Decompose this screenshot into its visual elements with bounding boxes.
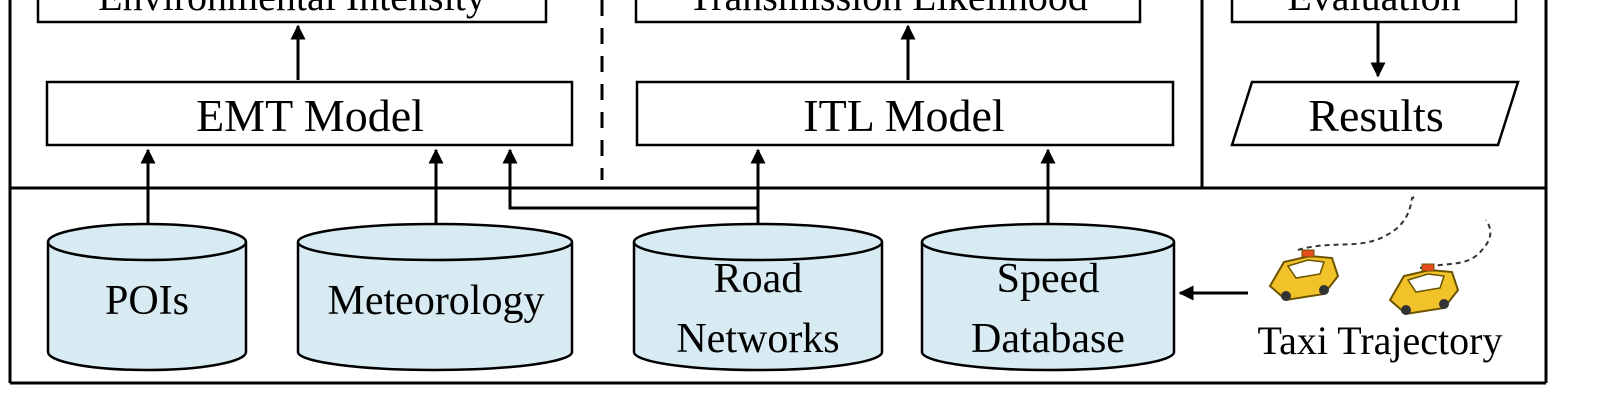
road-networks-database: Road Networks [632,222,884,372]
emt-model-label: EMT Model [196,90,424,141]
pois-label: POIs [105,278,189,324]
outer-frame [8,0,1548,385]
taxi-trajectory-label: Taxi Trajectory [1258,318,1503,363]
trajectory-path-icon [1297,195,1492,269]
results-shape: Results [1230,80,1520,147]
meteorology-database: Meteorology [296,222,574,372]
arrow-road-to-emt [502,148,760,224]
transmission-likelihood-label: Transmission Likelihood [688,0,1088,19]
transmission-likelihood-box: Transmission Likelihood [634,0,1142,24]
pois-database: POIs [46,222,248,372]
emt-model-box: EMT Model [45,80,574,147]
meteorology-label: Meteorology [328,278,545,324]
taxi-icon [1388,263,1460,316]
speed-database-label-line2: Database [971,316,1125,362]
speed-database: Speed Database [920,222,1176,372]
road-networks-label-line1: Road [714,256,803,302]
taxi-icon [1268,249,1340,302]
itl-model-box: ITL Model [635,80,1175,147]
results-label: Results [1308,90,1443,141]
speed-database-label-line1: Speed [997,256,1100,302]
environmental-intensity-box: Environmental Intensity [36,0,548,24]
evaluation-label: Evaluation [1287,0,1460,19]
evaluation-box: Evaluation [1230,0,1518,24]
road-networks-label-line2: Networks [676,316,839,362]
itl-model-label: ITL Model [803,90,1004,141]
environmental-intensity-label: Environmental Intensity [98,0,486,19]
arrows [140,22,1386,301]
